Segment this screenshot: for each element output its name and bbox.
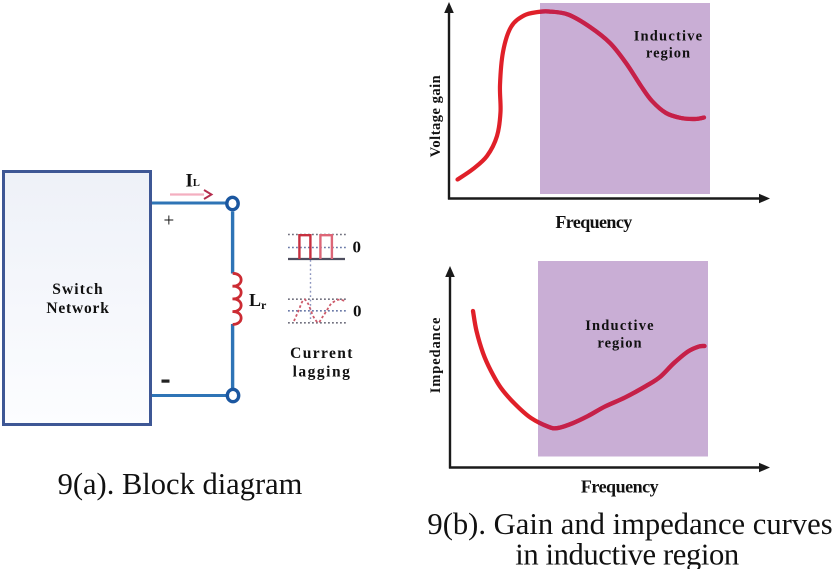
svg-text:IL: IL xyxy=(186,171,200,192)
svg-text:Switch: Switch xyxy=(52,281,103,298)
svg-text:Current: Current xyxy=(290,345,354,362)
svg-text:Inductive: Inductive xyxy=(585,318,655,334)
svg-text:+: + xyxy=(164,211,175,232)
svg-text:region: region xyxy=(597,336,642,352)
svg-text:Lr: Lr xyxy=(249,290,267,312)
svg-text:9(b). Gain and impedance curve: 9(b). Gain and impedance curves xyxy=(427,507,832,541)
svg-text:0: 0 xyxy=(353,302,362,321)
svg-text:Voltage gain: Voltage gain xyxy=(428,75,444,157)
svg-text:in inductive region: in inductive region xyxy=(515,538,739,569)
svg-text:9(a). Block diagram: 9(a). Block diagram xyxy=(58,467,303,501)
svg-text:Impedance: Impedance xyxy=(428,317,444,394)
svg-text:0: 0 xyxy=(353,238,362,257)
svg-text:region: region xyxy=(646,46,691,62)
svg-text:Frequency: Frequency xyxy=(581,477,659,497)
svg-text:Network: Network xyxy=(46,300,109,317)
svg-text:Frequency: Frequency xyxy=(555,212,632,232)
svg-text:lagging: lagging xyxy=(293,364,352,381)
svg-text:Inductive: Inductive xyxy=(634,29,704,45)
